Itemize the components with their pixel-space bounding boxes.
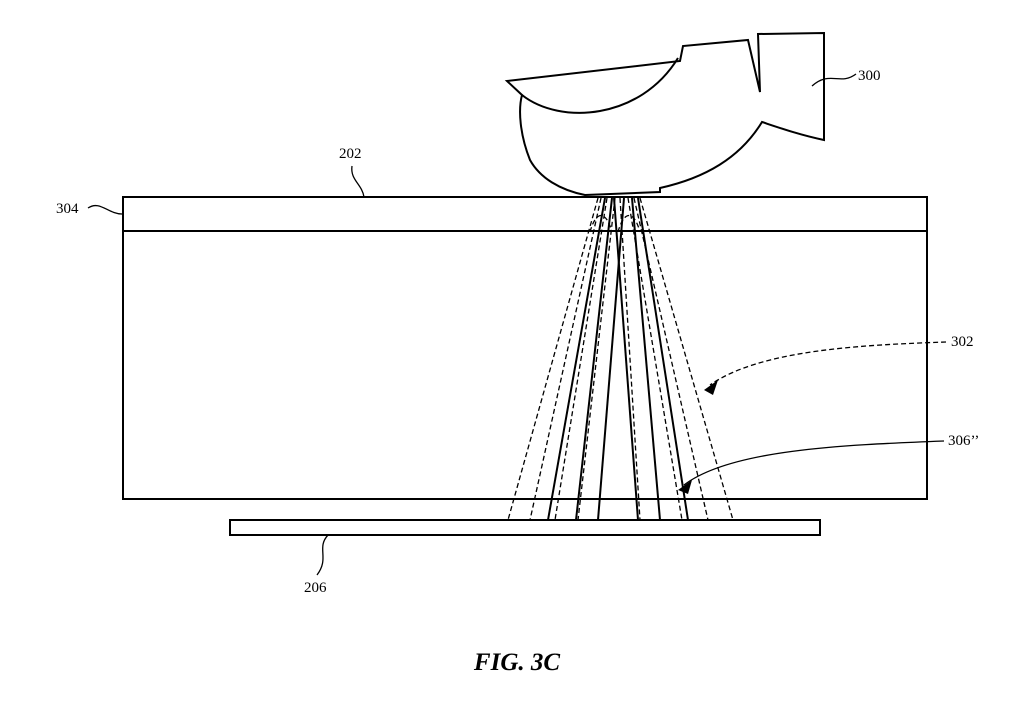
label-304: 304 [56, 201, 79, 217]
sensor-plate [230, 520, 820, 535]
leader-306 [684, 441, 944, 485]
label-302: 302 [951, 334, 974, 350]
ray-solid-3 [598, 198, 624, 520]
ray-dashed-8 [640, 198, 733, 520]
cover-layer-assembly [123, 197, 927, 499]
label-300: 300 [858, 68, 881, 84]
label-306: 306’’ [948, 433, 979, 449]
leader-206 [317, 535, 328, 575]
arrowhead-306 [678, 480, 692, 494]
arrowhead-302 [704, 380, 718, 395]
label-202: 202 [339, 146, 362, 162]
ray-dashed-1 [508, 198, 598, 520]
finger-outline [507, 33, 824, 195]
ray-solid-4 [614, 198, 638, 520]
reflected-rays-306 [548, 198, 688, 520]
finger-nail-curve [522, 58, 678, 113]
ray-dashed-2 [530, 198, 601, 520]
leader-202 [352, 166, 364, 197]
label-206: 206 [304, 580, 327, 596]
finger-illustration [507, 33, 824, 195]
leader-304 [88, 206, 122, 214]
figure-caption: FIG. 3C [473, 649, 560, 676]
cover-layer-body [123, 197, 927, 499]
leader-302 [710, 342, 946, 385]
leader-300 [812, 74, 856, 86]
